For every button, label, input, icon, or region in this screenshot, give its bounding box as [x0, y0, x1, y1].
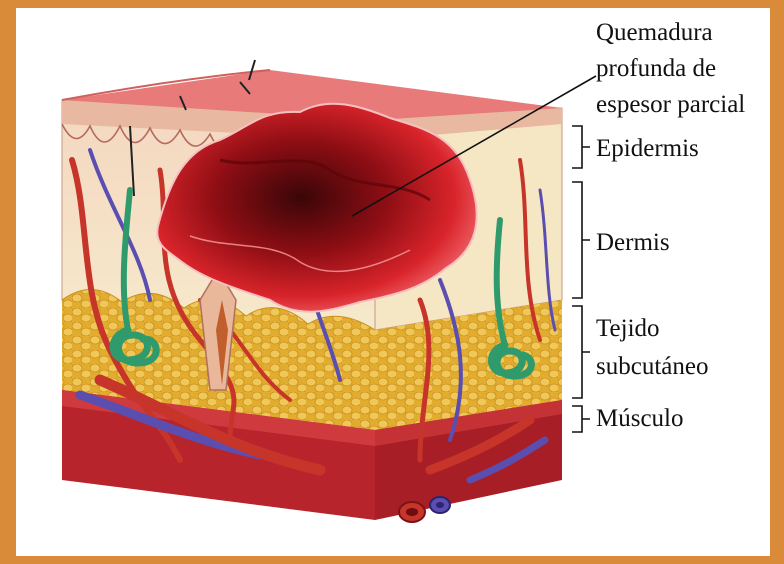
dermis-label: Dermis	[596, 229, 670, 256]
subcutaneous-bracket	[572, 306, 590, 398]
burn-label-line-2: profunda de	[596, 55, 716, 82]
dermis-bracket	[572, 182, 590, 298]
muscle-label: Músculo	[596, 405, 684, 432]
burn-label-line-1: Quemadura	[596, 19, 713, 46]
epidermis-label: Epidermis	[596, 135, 699, 162]
epidermis-bracket	[572, 126, 590, 168]
subcutaneous-label-line-1: Tejido	[596, 315, 660, 342]
burn-label-line-3: espesor parcial	[596, 91, 745, 118]
subcutaneous-label-line-2: subcutáneo	[596, 353, 708, 380]
diagram-labels: Quemadura profunda de espesor parcial Ep…	[596, 19, 745, 432]
muscle-bracket	[572, 406, 590, 432]
